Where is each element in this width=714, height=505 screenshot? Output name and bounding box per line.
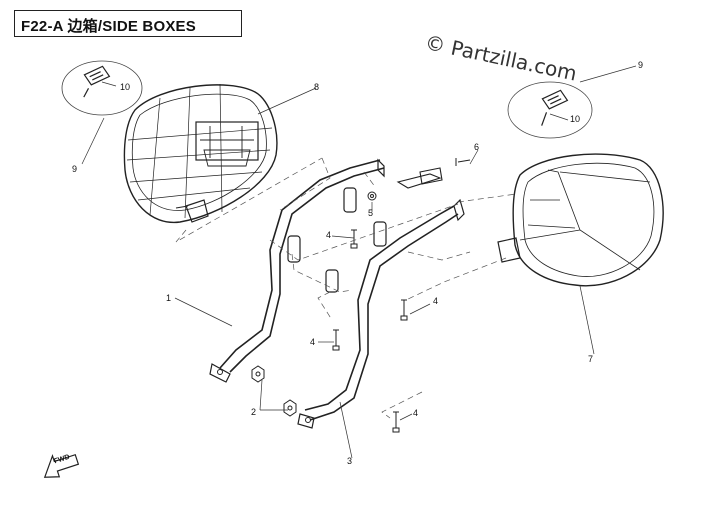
detail-ellipse-left <box>61 60 143 116</box>
forward-arrow-icon <box>43 453 80 478</box>
callout-4d: 4 <box>413 408 419 418</box>
callout-7: 7 <box>588 354 594 364</box>
rack-frame-left <box>209 159 385 383</box>
alignment-lines <box>175 157 517 419</box>
callout-9b: 9 <box>638 60 644 70</box>
title-box: F22-A 边箱/SIDE BOXES <box>14 10 242 37</box>
callout-1: 1 <box>166 293 172 303</box>
bolt-4d <box>392 411 400 433</box>
leader-lines <box>81 65 637 459</box>
bolt-4b <box>332 329 340 351</box>
callout-4c: 4 <box>433 296 439 306</box>
latch-part-right <box>541 89 569 126</box>
callout-10b: 10 <box>570 114 581 124</box>
washer-5 <box>367 191 377 201</box>
callout-8: 8 <box>314 82 320 92</box>
bolt-4c <box>400 299 408 321</box>
bolt-6 <box>455 158 471 166</box>
callout-6: 6 <box>474 142 480 152</box>
bolt-4a <box>350 229 358 249</box>
side-box-left <box>123 83 278 224</box>
callout-5: 5 <box>368 208 374 218</box>
callout-4a: 4 <box>326 230 332 240</box>
callout-3: 3 <box>347 456 353 466</box>
nut-2b <box>283 399 297 417</box>
latch-part-left <box>83 65 111 98</box>
callout-4b: 4 <box>310 337 316 347</box>
nut-2a <box>251 365 265 383</box>
rack-frame-right <box>287 158 465 429</box>
detail-ellipse-right <box>507 81 593 139</box>
callout-2: 2 <box>251 407 257 417</box>
callout-9a: 9 <box>72 164 78 174</box>
callout-10a: 10 <box>120 82 131 92</box>
side-box-right <box>497 153 664 287</box>
diagram-title: F22-A 边箱/SIDE BOXES <box>21 18 196 35</box>
